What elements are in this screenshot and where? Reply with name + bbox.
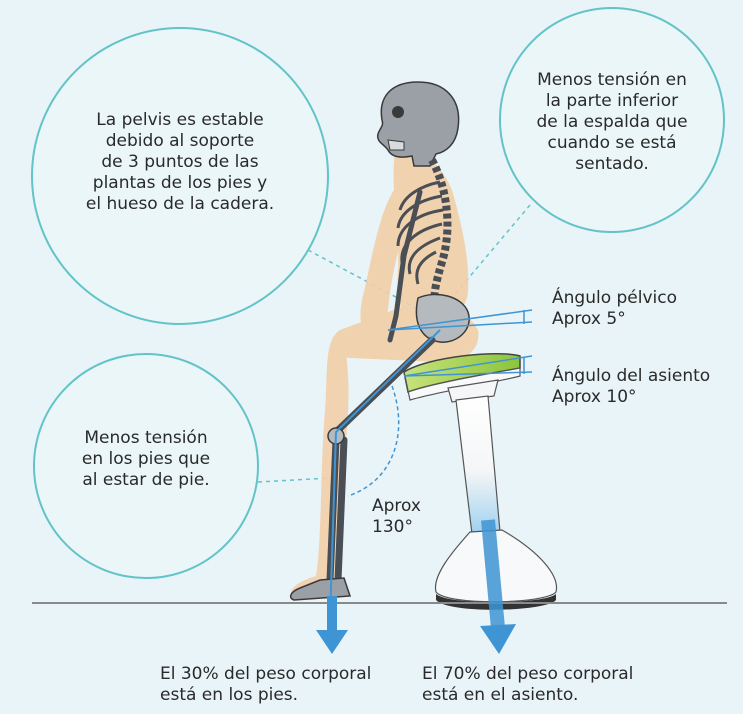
pelvis-callout-line: debido al soporte	[105, 131, 255, 151]
seat-weight-line: El 70% del peso corporal	[422, 664, 634, 684]
pelvic-angle-label: Ángulo pélvico Aprox 5°	[552, 288, 677, 330]
feet-weight-arrow	[316, 596, 348, 654]
seat-angle-label: Ángulo del asiento Aprox 10°	[552, 366, 710, 408]
back-callout-line: sentado.	[575, 154, 649, 174]
knee-angle-arc	[347, 385, 400, 497]
foot	[289, 577, 352, 601]
back-callout-circle	[499, 7, 725, 233]
pelvic-angle-title: Ángulo pélvico	[552, 288, 678, 308]
knee-angle-label: Aprox 130°	[372, 496, 421, 538]
pelvis-callout-text: La pelvis es estable debido al soporte d…	[70, 110, 290, 215]
knee-angle-line: 130°	[372, 517, 413, 537]
feet-weight-line: El 30% del peso corporal	[160, 664, 372, 684]
skull	[376, 81, 460, 167]
back-callout-line: la parte inferior	[545, 91, 679, 111]
pelvis-callout-circle	[31, 27, 329, 325]
feet-weight-caption: El 30% del peso corporal está en los pie…	[160, 664, 371, 706]
feet-weight-line: está en los pies.	[160, 685, 299, 705]
back-callout-line: Menos tensión en	[537, 70, 687, 90]
stool	[403, 352, 558, 610]
pelvis-callout-line: de 3 puntos de las	[101, 152, 259, 172]
feet-callout-line: en los pies que	[81, 449, 211, 469]
feet-callout-text: Menos tensión en los pies que al estar d…	[56, 428, 236, 491]
seat-weight-line: está en el asiento.	[422, 685, 579, 705]
feet-leader-line	[257, 477, 331, 483]
pelvic-angle-lines	[387, 309, 533, 331]
feet-callout-circle	[33, 353, 259, 579]
pelvic-angle-value: Aprox 5°	[552, 309, 626, 329]
seat-angle-value: Aprox 10°	[552, 387, 637, 407]
knee-angle-line: Aprox	[372, 496, 421, 516]
axis-lines	[329, 329, 441, 621]
pelvis-callout-line: plantas de los pies y	[92, 173, 268, 193]
seat-angle-lines	[403, 355, 533, 377]
feet-callout-line: Menos tensión	[84, 428, 208, 448]
pelvis-callout-line: La pelvis es estable	[96, 110, 264, 130]
pelvis-callout-line: el hueso de la cadera.	[85, 194, 275, 214]
seat-weight-caption: El 70% del peso corporal está en el asie…	[422, 664, 633, 706]
back-callout-text: Menos tensión en la parte inferior de la…	[512, 70, 712, 175]
back-callout-line: de la espalda que	[536, 112, 688, 132]
back-callout-line: cuando se está	[547, 133, 677, 153]
seat-weight-arrow	[480, 519, 516, 654]
feet-callout-line: al estar de pie.	[82, 470, 210, 490]
arm	[387, 189, 423, 343]
pelvis-bone	[415, 293, 470, 343]
seat-angle-title: Ángulo del asiento	[552, 366, 711, 386]
